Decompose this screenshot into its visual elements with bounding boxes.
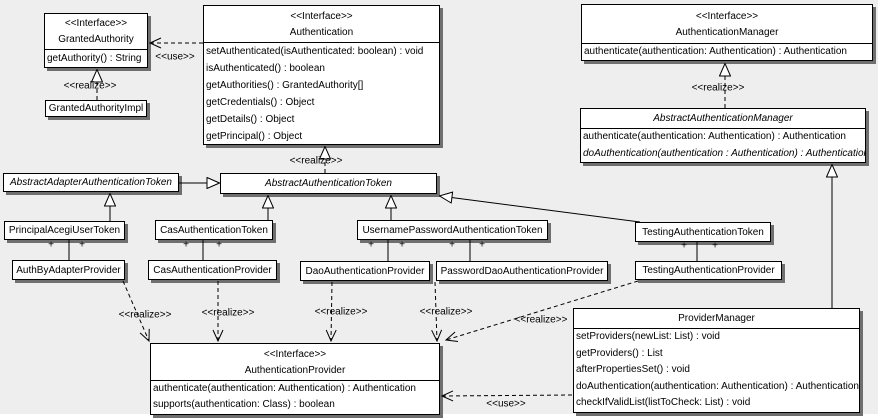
method-label: setProviders(newList: List) : void — [576, 331, 720, 342]
method-label: afterPropertiesSet() : void — [576, 364, 690, 376]
method-label: getAuthority() : String — [47, 53, 142, 64]
method-label: getPrincipal() : Object — [206, 131, 303, 142]
stereotype-label: <<Interface>> — [263, 349, 327, 360]
class-name: Authentication — [289, 27, 354, 38]
multiplicity-label: + — [449, 239, 455, 251]
realize-label: <<realize>> — [314, 306, 368, 318]
multiplicity-label: + — [681, 240, 687, 252]
method-label: getDetails() : Object — [206, 114, 295, 125]
realize-label: <<realize>> — [118, 309, 172, 321]
class-name: AuthenticationManager — [675, 27, 779, 38]
class-box-cas-authentication-provider: CasAuthenticationProvider — [148, 260, 277, 280]
stereotype-label: <<Interface>> — [695, 11, 759, 22]
realize-label: <<realize>> — [514, 314, 568, 326]
class-box-granted-authority: <<Interface>> GrantedAuthority getAuthor… — [44, 13, 148, 68]
class-box-authentication: <<Interface>> Authentication setAuthenti… — [203, 5, 440, 145]
method-label: checkIfValidList(listToCheck: List) : vo… — [576, 397, 751, 409]
method-label: doAuthentication(authentication : Authen… — [583, 147, 866, 159]
class-name: AuthByAdapterProvider — [16, 264, 121, 276]
multiplicity-label: + — [368, 239, 374, 251]
class-name: ProviderManager — [678, 313, 755, 324]
class-box-abstract-authentication-token: AbstractAuthenticationToken — [220, 173, 437, 194]
stereotype-label: <<Interface>> — [64, 18, 128, 29]
class-box-authentication-manager: <<Interface>> AuthenticationManager auth… — [581, 4, 873, 61]
method-label: isAuthenticated() : boolean — [206, 63, 325, 74]
class-name: PasswordDaoAuthenticationProvider — [440, 265, 604, 277]
class-box-granted-authority-impl: GrantedAuthorityImpl — [45, 100, 147, 117]
class-box-principal-acegi-user-token: PrincipalAcegiUserToken — [4, 221, 125, 240]
method-label: authenticate(authentication: Authenticat… — [584, 46, 847, 57]
method-label: authenticate(authentication: Authenticat… — [153, 383, 416, 394]
multiplicity-label: + — [216, 239, 222, 251]
class-box-abstract-authentication-manager: AbstractAuthenticationManager authentica… — [580, 108, 866, 163]
class-name: AbstractAuthenticationToken — [265, 178, 392, 189]
multiplicity-label: + — [399, 239, 405, 251]
realize-label: <<realize>> — [63, 80, 117, 92]
class-name: PrincipalAcegiUserToken — [8, 225, 121, 236]
use-label: <<use>> — [486, 398, 526, 410]
class-name: AbstractAuthenticationManager — [653, 113, 793, 124]
method-label: getCredentials() : Object — [206, 97, 315, 108]
class-name: TestingAuthenticationProvider — [642, 265, 775, 276]
stereotype-label: <<Interface>> — [290, 11, 353, 22]
realize-label: <<realize>> — [289, 155, 343, 167]
class-name: AuthenticationProvider — [244, 365, 346, 376]
class-name: CasAuthenticationToken — [160, 224, 268, 236]
realize-label: <<realize>> — [691, 82, 745, 94]
class-box-provider-manager: ProviderManager setProviders(newList: Li… — [573, 308, 860, 413]
class-name: GrantedAuthority — [58, 34, 134, 45]
method-label: getProviders() : List — [576, 347, 663, 359]
class-box-dao-authentication-provider: DaoAuthenticationProvider — [300, 261, 430, 281]
method-label: doAuthentication(authentication: Authent… — [576, 380, 859, 392]
class-name: GrantedAuthorityImpl — [48, 103, 144, 114]
method-label: authenticate(authentication: Authenticat… — [583, 131, 846, 142]
use-label: <<use>> — [155, 51, 195, 63]
multiplicity-label: + — [48, 239, 54, 251]
class-box-auth-by-adapter-provider: AuthByAdapterProvider — [12, 260, 125, 280]
class-box-username-password-authentication-token: UsernamePasswordAuthenticationToken — [357, 220, 548, 240]
class-box-password-dao-authentication-provider: PasswordDaoAuthenticationProvider — [436, 261, 608, 281]
class-box-testing-authentication-provider: TestingAuthenticationProvider — [635, 261, 782, 280]
multiplicity-label: + — [712, 240, 718, 252]
class-box-authentication-provider: <<Interface>> AuthenticationProvider aut… — [150, 343, 440, 415]
class-name: UsernamePasswordAuthenticationToken — [362, 224, 543, 236]
class-name: TestingAuthenticationToken — [642, 226, 764, 238]
method-label: supports(authentication: Class) : boolea… — [153, 399, 335, 410]
class-name: CasAuthenticationProvider — [153, 264, 272, 276]
method-label: getAuthorities() : GrantedAuthority[] — [206, 80, 364, 91]
realize-label: <<realize>> — [201, 307, 255, 319]
class-box-abstract-adapter-authentication-token: AbstractAdapterAuthenticationToken — [3, 173, 179, 192]
class-name: AbstractAdapterAuthenticationToken — [10, 177, 172, 188]
realize-label: <<realize>> — [419, 306, 473, 318]
multiplicity-label: + — [79, 239, 85, 251]
class-name: DaoAuthenticationProvider — [305, 265, 425, 277]
class-box-testing-authentication-token: TestingAuthenticationToken — [635, 222, 771, 242]
class-box-cas-authentication-token: CasAuthenticationToken — [155, 220, 273, 240]
multiplicity-label: + — [183, 239, 189, 251]
method-label: setAuthenticated(isAuthenticated: boolea… — [206, 46, 424, 57]
multiplicity-label: + — [479, 239, 485, 251]
